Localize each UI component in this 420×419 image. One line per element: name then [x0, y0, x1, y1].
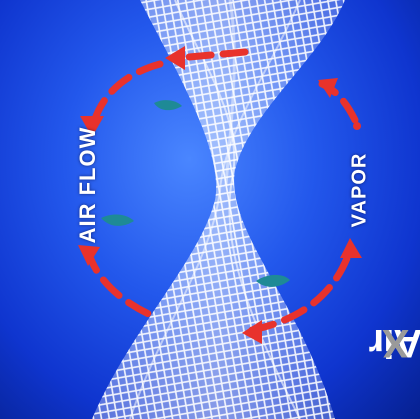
lower-left-arrow-segment	[88, 250, 158, 318]
vapor-dot-icon	[353, 122, 361, 130]
arrowhead-up-icon	[340, 238, 362, 258]
droplet-icon	[154, 100, 182, 110]
arrowhead-down-icon	[78, 245, 100, 266]
air-flow-label: AIR FLOW	[75, 127, 101, 244]
mesh-filter	[92, 0, 345, 419]
vapor-label: VAPOR	[349, 153, 372, 228]
droplet-icon	[101, 214, 134, 225]
upper-left-arrow-segment	[92, 64, 160, 130]
